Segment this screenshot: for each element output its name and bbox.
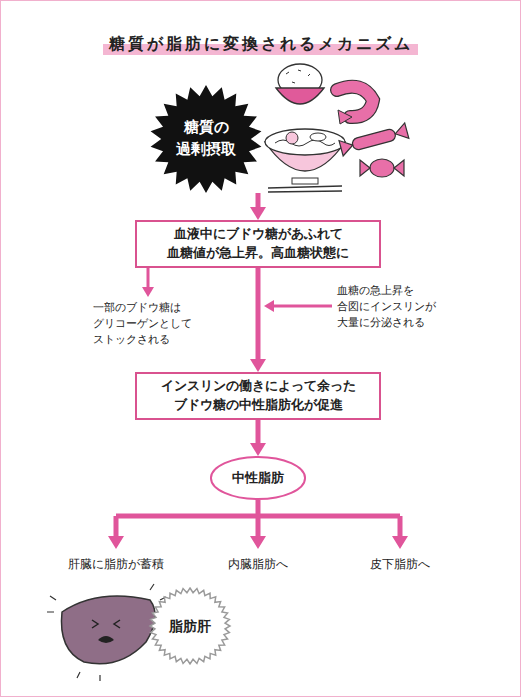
starburst-node: 糖質の 過剰摂取	[150, 85, 262, 193]
annotation-label: 皮下脂肪へ	[345, 556, 455, 573]
candy-body	[351, 128, 397, 151]
food-illustration	[265, 64, 409, 192]
liver	[61, 596, 155, 664]
ellipse-node: 中性脂肪	[210, 456, 306, 500]
flow-arrow	[250, 268, 266, 372]
arrow-heads	[108, 536, 408, 549]
node-text: 脂肪肝	[169, 616, 211, 636]
flow-arrow	[250, 420, 266, 456]
candy-wrap	[360, 160, 404, 176]
split-lines	[116, 500, 400, 538]
arrow-shaft	[256, 268, 261, 361]
arrow-head	[264, 300, 274, 312]
ramen-soup	[265, 129, 345, 155]
candy-stick	[339, 123, 409, 156]
node-text: インスリンの働きによって余った ブドウ糖の中性脂肪化が促進	[140, 377, 376, 415]
annotation-label: 内臓脂肪へ	[203, 556, 313, 573]
arrow-head	[250, 359, 266, 372]
candy-body	[370, 159, 394, 177]
insulin-leader	[272, 305, 332, 308]
candy-wrap	[339, 123, 409, 156]
ramen-egg	[310, 133, 326, 141]
annotation-label: 肝臓に脂肪が蓄積	[46, 556, 186, 573]
rice-grains	[286, 70, 310, 83]
annotation-label: 一部のブドウ糖は グリコーゲンとして ストックされる	[93, 300, 201, 348]
diagram-title: 糖質が脂肪に変換されるメカニズム	[60, 34, 461, 55]
arrow-shaft	[256, 420, 261, 445]
annotation-label: 血糖の急上昇を 合図にインスリンが 大量に分泌される	[337, 283, 455, 331]
arrow-head	[250, 443, 266, 456]
process-box: 血液中にブドウ糖があふれて 血糖値が急上昇。高血糖状態に	[135, 220, 381, 268]
sweat-lines	[47, 584, 166, 681]
ellipse-shape	[211, 457, 305, 499]
arrow-head	[142, 287, 154, 297]
starburst-shape	[151, 85, 262, 193]
chopstick	[268, 191, 342, 192]
liver-illustration	[47, 584, 166, 681]
rice-bowl	[276, 88, 324, 104]
node-text: 血液中にブドウ糖があふれて 血糖値が急上昇。高血糖状態に	[140, 225, 376, 263]
flow-arrow	[250, 193, 266, 220]
process-box: インスリンの働きによって余った ブドウ糖の中性脂肪化が促進	[135, 372, 381, 420]
arrow-shaft	[256, 193, 261, 209]
ramen-noodles	[275, 140, 335, 146]
liver-mouth	[98, 636, 114, 643]
candy-round	[360, 159, 404, 177]
arrow-head	[250, 207, 266, 220]
chopstick	[268, 186, 342, 188]
liver-eyes	[92, 620, 120, 628]
node-text: 糖質の 過剰摂取	[170, 117, 242, 161]
bowl-base	[292, 178, 318, 184]
starburst-shape	[150, 588, 230, 664]
shrimp-tail	[338, 110, 352, 124]
starburst-node: 脂肪肝	[150, 588, 230, 664]
glycogen-leader	[147, 268, 150, 288]
ramen-topping	[286, 132, 298, 144]
node-text: 中性脂肪	[232, 469, 284, 488]
node-outline	[150, 85, 262, 193]
